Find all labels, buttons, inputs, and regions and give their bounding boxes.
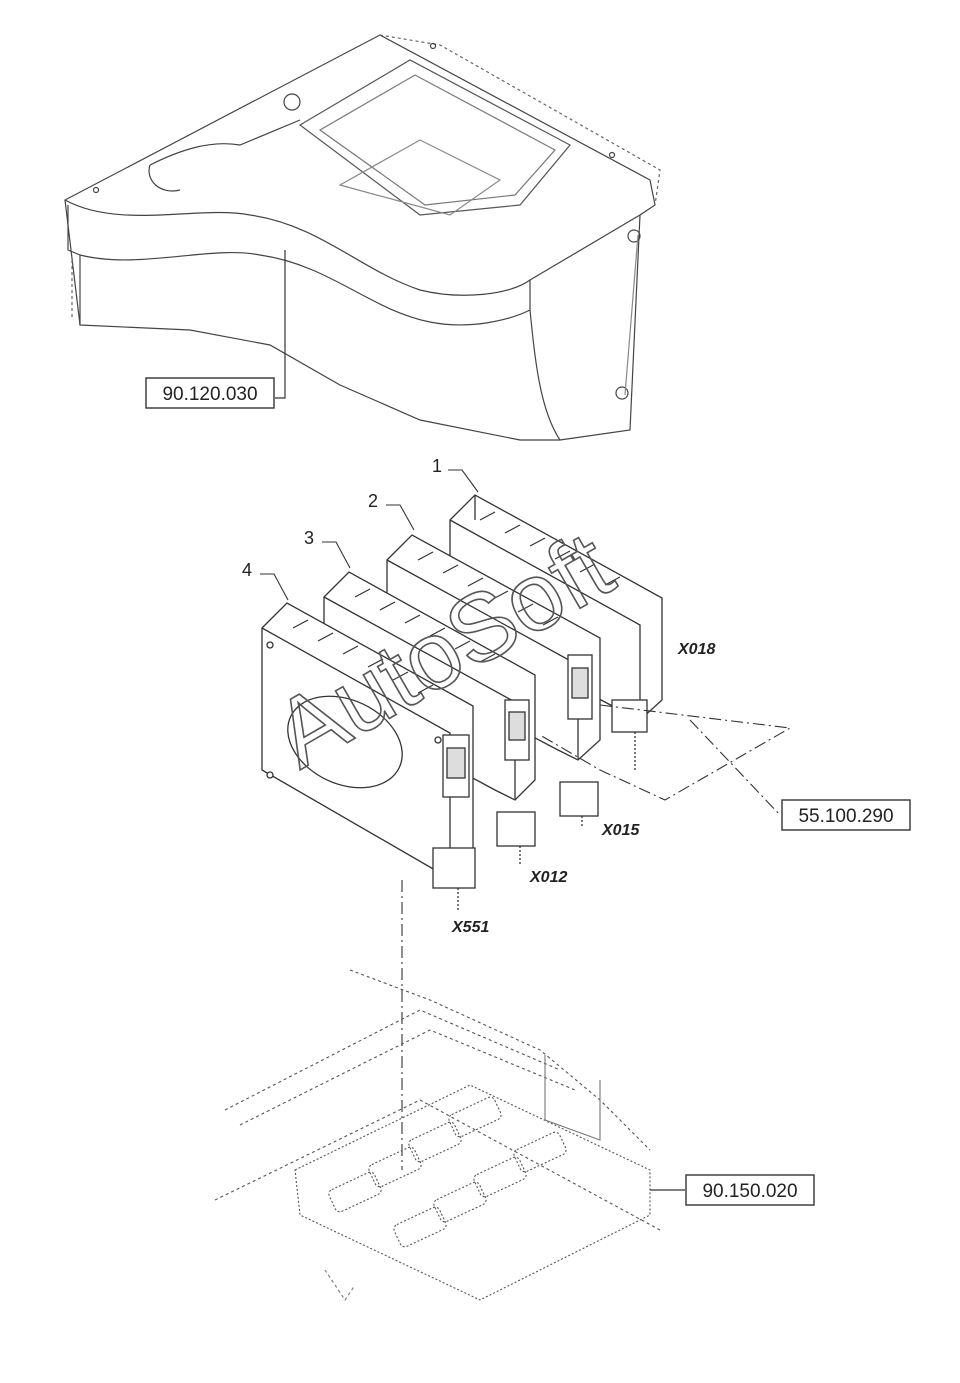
connector-labels: X018 X015 X012 X551 — [451, 641, 715, 936]
ref-label-floor: 90.150.020 — [702, 1181, 797, 1202]
ref-box-harness[interactable]: 55.100.290 — [781, 799, 911, 831]
console-leader-line — [275, 250, 286, 399]
item-number-labels: 1 2 3 4 — [242, 456, 479, 601]
ref-box-floor[interactable]: 90.150.020 — [685, 1174, 815, 1206]
connector-label-x012: X012 — [529, 869, 567, 886]
ref-label-console: 90.120.030 — [162, 384, 257, 405]
connector-label-x018: X018 — [677, 641, 715, 658]
item-number-1: 1 — [432, 456, 442, 476]
console-housing — [64, 34, 661, 441]
item-number-3: 3 — [304, 528, 314, 548]
item-number-4: 4 — [242, 560, 252, 580]
connector-label-x015: X015 — [601, 822, 640, 839]
harness-routing-line — [539, 704, 792, 801]
floor-panel — [214, 969, 661, 1301]
module-4 — [261, 602, 476, 910]
ref-box-console[interactable]: 90.120.030 — [145, 377, 275, 409]
connector-label-x551: X551 — [451, 919, 489, 936]
ref-label-harness: 55.100.290 — [798, 806, 893, 827]
item-number-2: 2 — [368, 491, 378, 511]
floor-pads — [328, 1096, 567, 1248]
